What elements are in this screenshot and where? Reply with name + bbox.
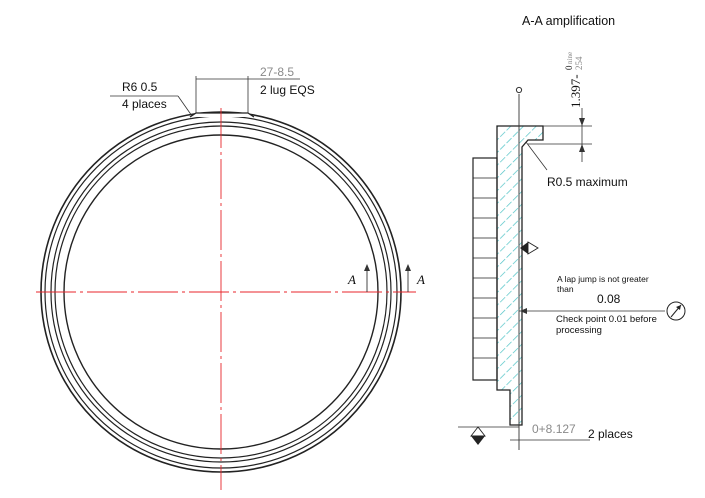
checkpoint-line2: processing [556, 325, 602, 336]
section-letter-left: A [347, 272, 356, 287]
section-title: A-A amplification [522, 14, 615, 28]
lug-count-label: 2 lug EQS [260, 83, 315, 97]
lug-width-label: 27-8.5 [260, 65, 294, 79]
height-dim-main: 1.397- [568, 74, 583, 108]
step-dim-label: 0+8.127 [532, 422, 576, 436]
section-letter-right: A [416, 272, 425, 287]
bottom-datum-triangle-icon [470, 426, 486, 445]
runout-note-line1: A lap jump is not greater [557, 274, 649, 284]
radius-max-leader [525, 141, 548, 171]
height-dim-arrow-top [579, 118, 585, 126]
section-mark-right: A [405, 264, 425, 292]
runout-leader-arrow [520, 308, 527, 314]
ring-plan-view: 27-8.5 2 lug EQS R6 0.5 4 places A A [36, 65, 425, 490]
datum-triangle-icon [520, 241, 539, 255]
radius-label: R6 0.5 [122, 80, 158, 94]
ring-lug-notch [189, 112, 255, 118]
height-dim-upper: 0 [564, 65, 574, 70]
height-dim-lower: 254 [574, 56, 584, 70]
section-left-block [472, 157, 498, 381]
step-places-label: 2 places [588, 427, 633, 441]
runout-note-line2: than [557, 284, 574, 294]
height-dim-arrow-bottom [579, 144, 585, 152]
radius-leader-diagonal [177, 95, 193, 117]
section-axis-origin [515, 86, 523, 94]
runout-symbol-icon [666, 301, 686, 321]
section-mark-left: A [347, 264, 370, 292]
radius-max-label: R0.5 maximum [547, 175, 628, 189]
checkpoint-line1: Check point 0.01 before [556, 314, 657, 325]
runout-value: 0.08 [597, 292, 621, 306]
places-label: 4 places [122, 97, 167, 111]
section-hatched-profile [496, 125, 544, 426]
height-dim-upper-sub: nine [566, 52, 574, 64]
section-aa-view: A-A amplification 1.397- 0 n [458, 14, 686, 450]
section-left-block-ticks [473, 177, 497, 359]
height-dim-text: 1.397- 0 nine 254 [564, 52, 584, 108]
